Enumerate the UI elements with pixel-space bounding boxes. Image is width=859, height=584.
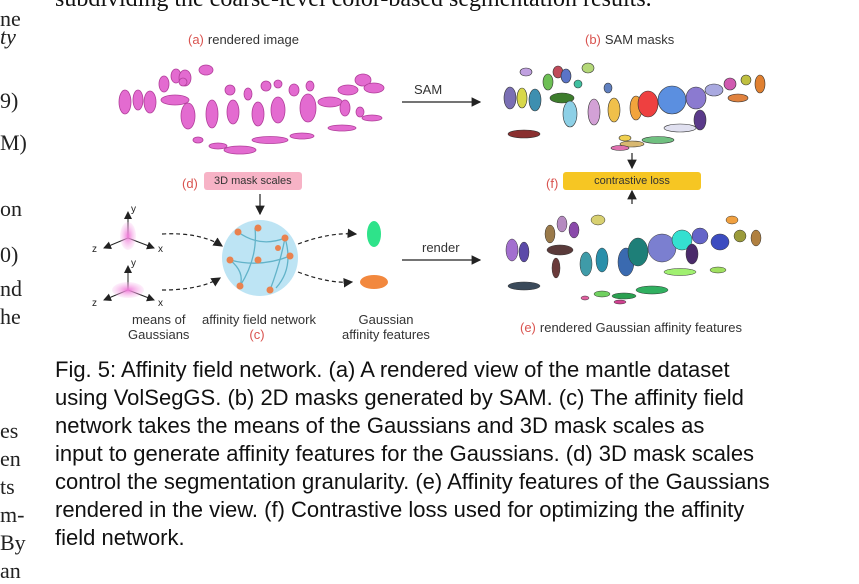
label-c: affinity field network(c) xyxy=(202,312,316,342)
contrastive-loss-pill: contrastive loss xyxy=(563,172,701,190)
caption-line: input to generate affinity features for … xyxy=(55,441,755,466)
label-f: (f) xyxy=(546,176,559,191)
label-a: (a)rendered image xyxy=(188,32,299,47)
margin-fragment: ty xyxy=(0,24,16,49)
label-e: (e)rendered Gaussian affinity features xyxy=(520,320,742,335)
rendered-affinity-features xyxy=(505,214,762,305)
gaussian-blob-lower xyxy=(112,282,144,298)
caption-line: field network. xyxy=(55,525,185,550)
margin-fragment: M) xyxy=(0,130,27,155)
margin-fragment: an xyxy=(0,558,21,583)
margin-fragment: on xyxy=(0,196,22,221)
label-d: (d) xyxy=(182,176,198,191)
caption-line: using VolSegGS. (b) 2D masks generated b… xyxy=(55,385,744,410)
margin-fragment: ne xyxy=(0,6,21,31)
arrow-render-label: render xyxy=(422,240,460,255)
margin-fragment: 0) xyxy=(0,242,19,267)
figure-caption: Fig. 5: Affinity field network. (a) A re… xyxy=(55,356,805,552)
rendered-image xyxy=(118,64,385,155)
margin-fragment: ts xyxy=(0,474,15,499)
svg-text:x: x xyxy=(158,298,163,309)
caption-line: network takes the means of the Gaussians… xyxy=(55,413,705,438)
svg-text:x: x xyxy=(158,244,163,255)
caption-line: control the segmentation granularity. (e… xyxy=(55,469,770,494)
top-text-line: subdividing the coarse-level color-based… xyxy=(55,0,652,13)
label-b: (b)SAM masks xyxy=(585,32,675,47)
affinity-network-graphic xyxy=(222,220,298,296)
arrow-sam-label: SAM xyxy=(414,82,443,97)
caption-line: Fig. 5: Affinity field network. (a) A re… xyxy=(55,357,730,382)
svg-text:y: y xyxy=(131,258,136,269)
svg-text:y: y xyxy=(131,204,136,215)
margin-fragment: es xyxy=(0,418,19,443)
margin-fragment: he xyxy=(0,304,21,329)
svg-text:z: z xyxy=(92,244,97,255)
margin-fragment: m- xyxy=(0,502,25,527)
caption-line: rendered in the view. (f) Contrastive lo… xyxy=(55,497,745,522)
gaussian-blob-upper xyxy=(120,222,136,250)
figure-affinity-field-network: (a)rendered image (b)SAM masks (d) 3D ma… xyxy=(80,28,780,348)
margin-fragment: 9) xyxy=(0,88,19,113)
margin-fragment: en xyxy=(0,446,21,471)
orange-feature-gaussian xyxy=(360,275,388,289)
svg-text:z: z xyxy=(92,298,97,309)
sam-masks xyxy=(503,62,766,151)
green-feature-gaussian xyxy=(367,221,381,247)
margin-fragment: By xyxy=(0,530,26,555)
mask-scales-pill: 3D mask scales xyxy=(204,172,302,190)
figure-graphics: y x z y x z xyxy=(92,62,766,309)
margin-fragment: nd xyxy=(0,276,22,301)
